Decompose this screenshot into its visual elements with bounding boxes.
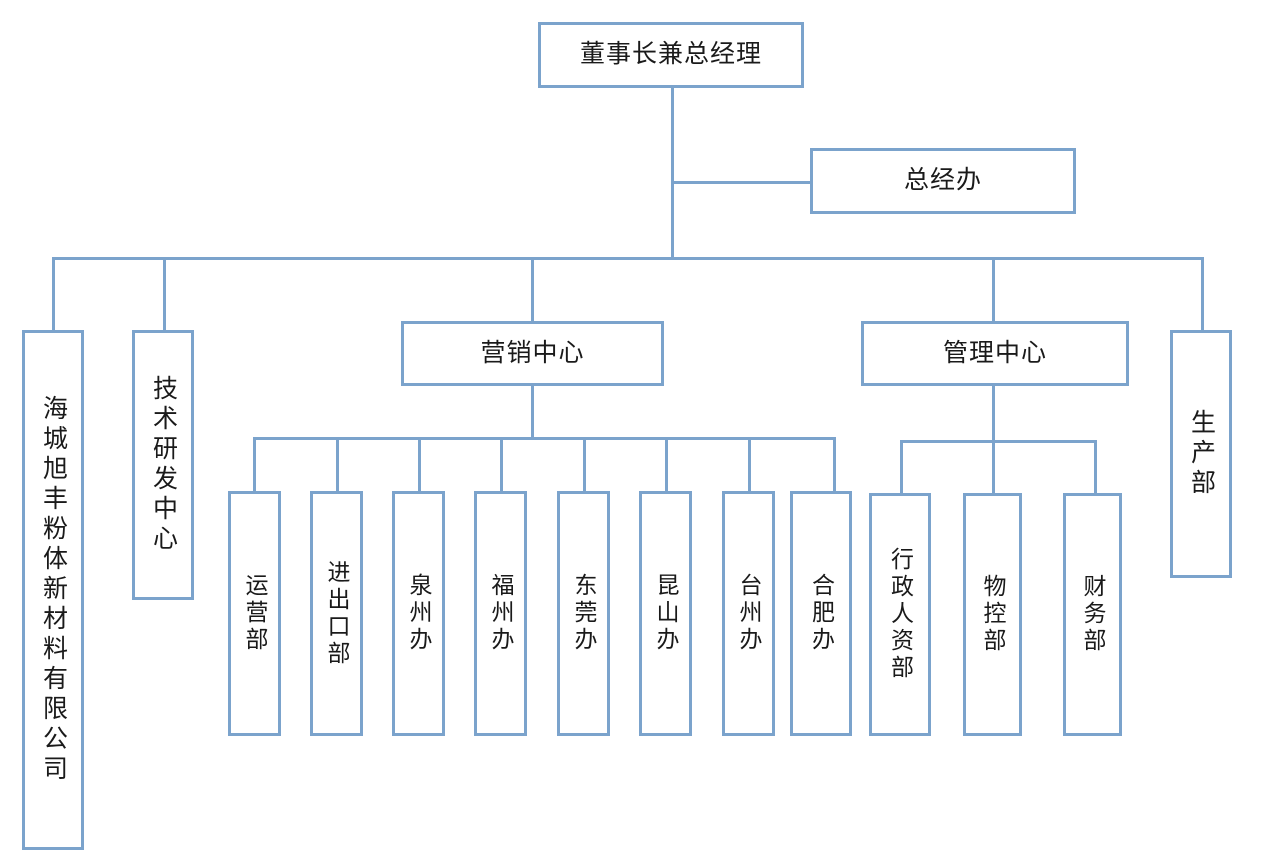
node-management-center[interactable]: 管理中心 [861,321,1129,386]
connector-management-child-drop-3 [1094,440,1097,493]
connector-root-trunk [671,88,674,260]
node-marketing-child-operations[interactable]: 运营部 [228,491,281,736]
node-label: 营销中心 [480,339,585,367]
node-label: 运营部 [242,573,267,654]
connector-marketing-child-drop-8 [833,437,836,491]
node-label: 董事长兼总经理 [579,41,762,69]
connector-marketing-child-drop-5 [583,437,586,491]
node-label: 生产部 [1187,409,1215,499]
node-label: 管理中心 [942,339,1047,367]
node-label: 合肥办 [808,573,834,654]
connector-drop-company [52,257,55,331]
connector-drop-rnd [163,257,166,331]
node-marketing-child-import-export[interactable]: 进出口部 [310,491,363,736]
connector-marketing-stem [531,386,534,440]
node-marketing-child-dongguan-office[interactable]: 东莞办 [557,491,610,736]
connector-marketing-child-drop-2 [336,437,339,491]
node-management-child-material-control[interactable]: 物控部 [963,493,1022,736]
node-management-child-admin-hr[interactable]: 行政人资部 [869,493,931,736]
node-general-manager-office[interactable]: 总经办 [810,148,1076,214]
connector-management-stem [992,386,995,443]
connector-main-bus [52,257,1204,260]
connector-drop-management [992,257,995,321]
connector-marketing-bus [253,437,836,440]
node-production-department[interactable]: 生产部 [1170,330,1232,578]
connector-drop-production [1201,257,1204,331]
node-label: 技术研发中心 [149,375,177,555]
node-marketing-child-fuzhou-office[interactable]: 福州办 [474,491,527,736]
node-label: 海城旭丰粉体新材料有限公司 [39,395,67,785]
node-marketing-child-hefei-office[interactable]: 合肥办 [790,491,852,736]
connector-management-child-drop-2 [992,440,995,493]
node-label: 进出口部 [324,559,349,668]
node-label: 财务部 [1080,574,1105,655]
connector-marketing-child-drop-1 [253,437,256,491]
node-label: 台州办 [736,573,761,654]
node-label: 总经办 [903,167,982,195]
node-chairman-general-manager[interactable]: 董事长兼总经理 [538,22,804,88]
node-label: 行政人资部 [887,547,913,682]
node-technology-rnd-center[interactable]: 技术研发中心 [132,330,194,600]
node-marketing-child-kunshan-office[interactable]: 昆山办 [639,491,692,736]
connector-root-to-gm-office [671,181,812,184]
connector-marketing-child-drop-7 [748,437,751,491]
node-marketing-child-quanzhou-office[interactable]: 泉州办 [392,491,445,736]
node-marketing-child-taizhou-office[interactable]: 台州办 [722,491,775,736]
node-label: 物控部 [980,574,1005,655]
connector-management-child-drop-1 [900,440,903,493]
node-company-haicheng-xufeng[interactable]: 海城旭丰粉体新材料有限公司 [22,330,84,850]
node-label: 福州办 [488,573,513,654]
node-management-child-finance[interactable]: 财务部 [1063,493,1122,736]
connector-marketing-child-drop-4 [500,437,503,491]
node-label: 东莞办 [571,573,596,654]
connector-drop-marketing [531,257,534,321]
connector-management-bus [900,440,1097,443]
node-marketing-center[interactable]: 营销中心 [401,321,664,386]
node-label: 昆山办 [653,573,678,654]
node-label: 泉州办 [406,573,431,654]
connector-marketing-child-drop-3 [418,437,421,491]
connector-marketing-child-drop-6 [665,437,668,491]
